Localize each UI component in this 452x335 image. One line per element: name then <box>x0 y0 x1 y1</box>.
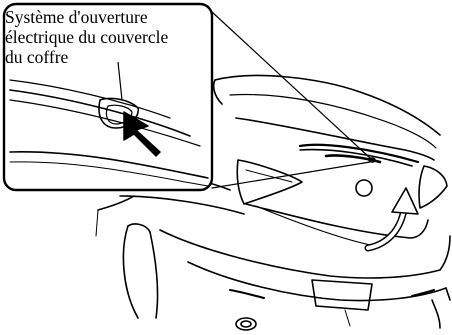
lift-arrow-icon <box>368 188 418 248</box>
callout-line-3: du coffre <box>5 47 215 67</box>
callout-line-2: électrique du couvercle <box>5 27 215 47</box>
callout-label: Système d'ouverture électrique du couver… <box>5 7 215 67</box>
leader-lines <box>212 12 370 188</box>
callout-line-1: Système d'ouverture <box>5 7 215 27</box>
